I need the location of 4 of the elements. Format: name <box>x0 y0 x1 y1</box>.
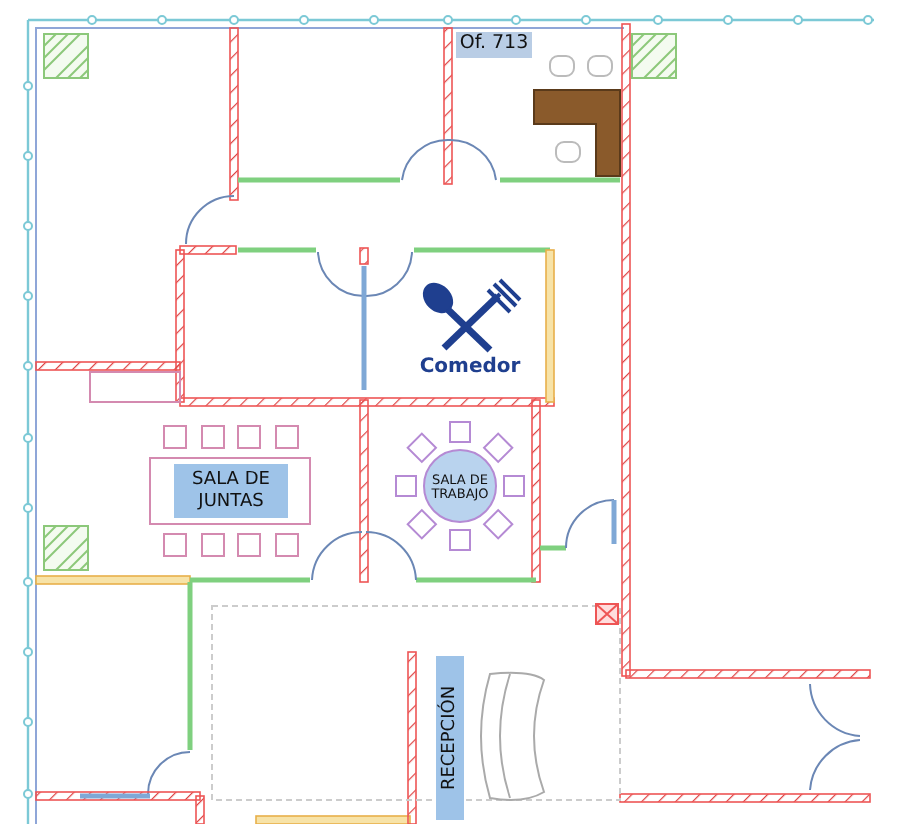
room-label: Comedor <box>417 354 523 382</box>
room-label: RECEPCIÓN <box>436 656 464 820</box>
room-label: SALA DE JUNTAS <box>174 464 288 518</box>
room-label: Of. 713 <box>456 32 532 58</box>
